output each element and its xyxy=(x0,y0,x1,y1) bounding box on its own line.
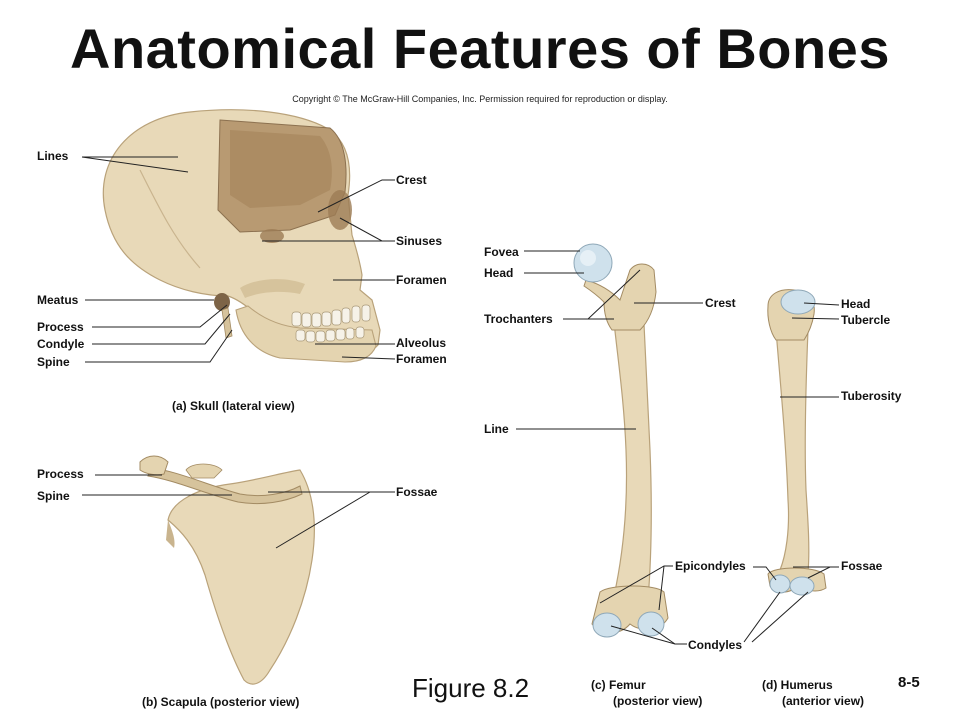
label-head-femur: Head xyxy=(484,266,513,280)
label-head-humerus: Head xyxy=(841,297,870,311)
label-crest-femur: Crest xyxy=(705,296,736,310)
label-epicondyles: Epicondyles xyxy=(675,559,746,573)
caption-humerus-line1: (d) Humerus xyxy=(762,678,833,692)
caption-femur-line1: (c) Femur xyxy=(591,678,646,692)
caption-skull: (a) Skull (lateral view) xyxy=(172,399,295,413)
label-trochanters: Trochanters xyxy=(484,312,553,326)
page-number: 8-5 xyxy=(898,674,920,691)
label-lines: Lines xyxy=(37,149,69,163)
label-tubercle: Tubercle xyxy=(841,313,890,327)
figure-label: Figure 8.2 xyxy=(412,673,529,703)
label-process-scapula: Process xyxy=(37,467,84,481)
caption-femur-line2: (posterior view) xyxy=(613,694,702,708)
label-foramen-upper: Foramen xyxy=(396,273,447,287)
caption-humerus-line2: (anterior view) xyxy=(782,694,864,708)
skull-illustration xyxy=(103,110,380,362)
caption-scapula: (b) Scapula (posterior view) xyxy=(142,695,299,709)
scapula-illustration xyxy=(140,456,314,684)
label-tuberosity: Tuberosity xyxy=(841,389,902,403)
label-fossae-humerus: Fossae xyxy=(841,559,883,573)
label-condyle: Condyle xyxy=(37,337,85,351)
label-crest-skull: Crest xyxy=(396,173,427,187)
label-meatus: Meatus xyxy=(37,293,79,307)
label-condyles: Condyles xyxy=(688,638,742,652)
label-spine-scapula: Spine xyxy=(37,489,70,503)
label-alveolus: Alveolus xyxy=(396,336,446,350)
label-sinuses: Sinuses xyxy=(396,234,442,248)
label-line: Line xyxy=(484,422,509,436)
label-fovea: Fovea xyxy=(484,245,519,259)
label-spine-skull: Spine xyxy=(37,355,70,369)
label-foramen-lower: Foramen xyxy=(396,352,447,366)
humerus-illustration xyxy=(768,290,826,595)
label-fossae-scapula: Fossae xyxy=(396,485,438,499)
label-process-skull: Process xyxy=(37,320,84,334)
